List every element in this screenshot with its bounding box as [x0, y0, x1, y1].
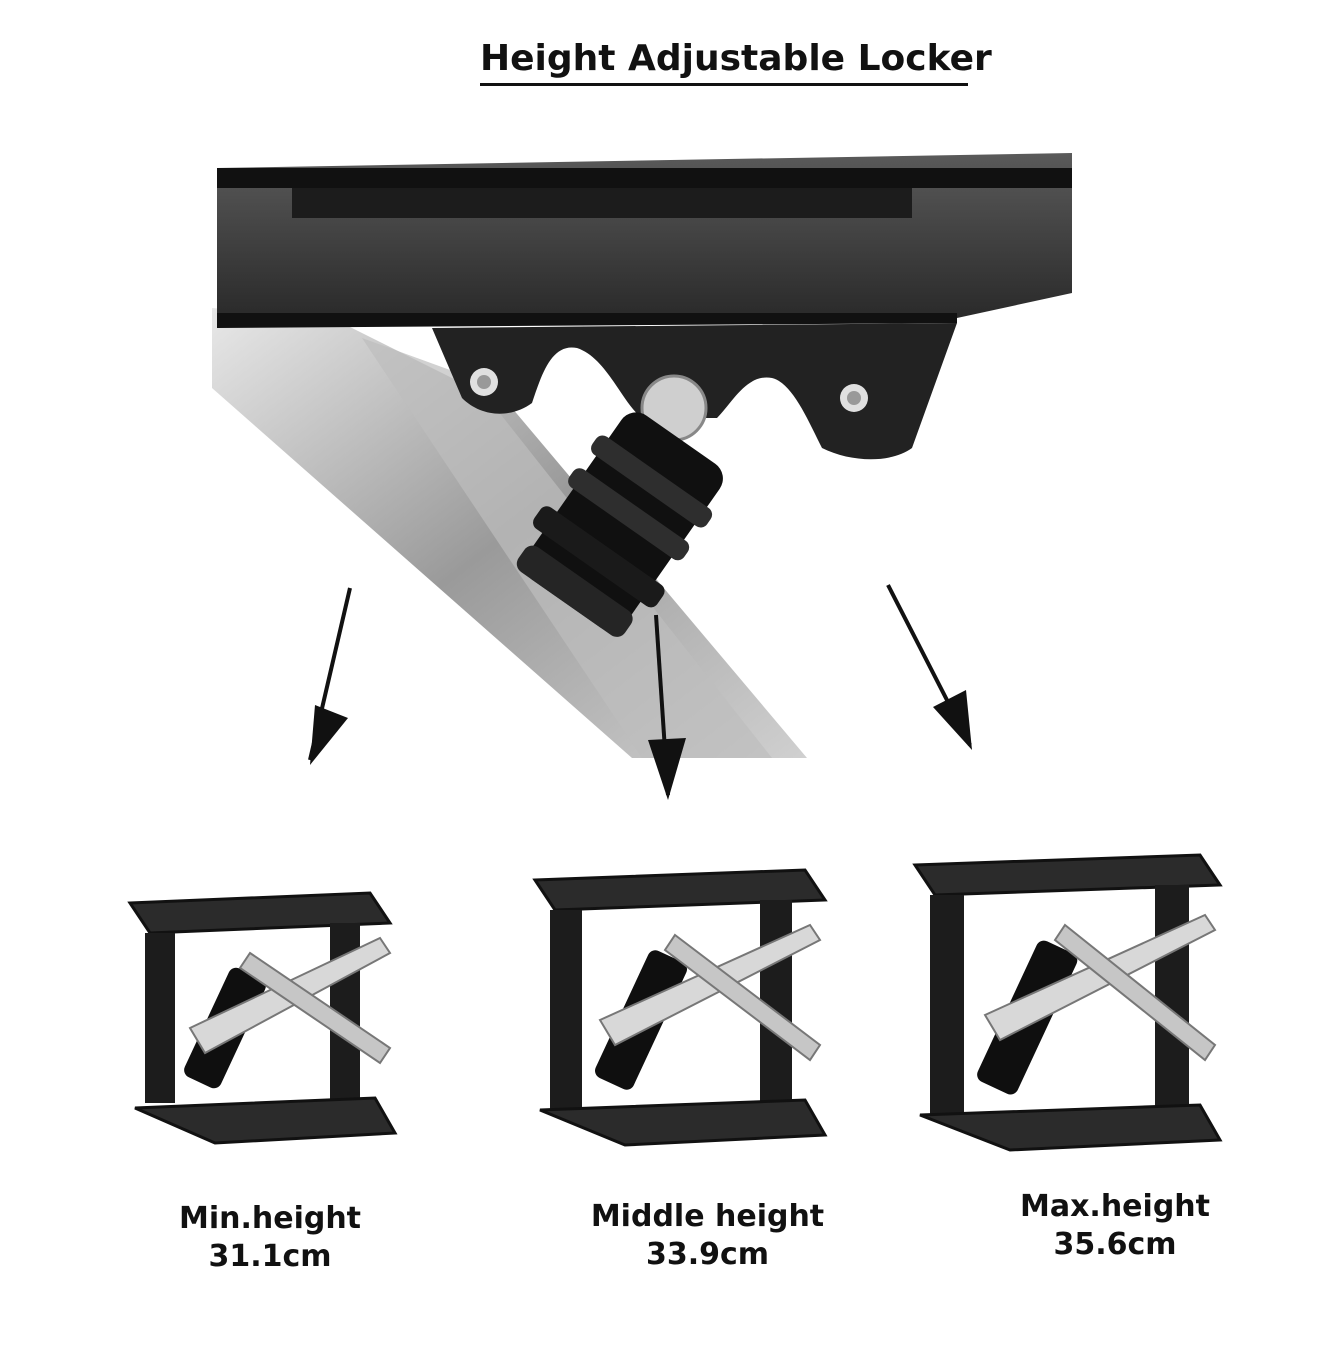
locker-max-height-image: [912, 853, 1223, 1152]
max-height-label: Max.height 35.6cm: [1005, 1188, 1225, 1264]
locker-min-height-image: [127, 891, 398, 1145]
locker-closeup-image: [212, 153, 1072, 758]
min-height-label: Min.height 31.1cm: [160, 1200, 380, 1276]
middle-height-label: Middle height 33.9cm: [580, 1198, 835, 1274]
max-height-value: 35.6cm: [1053, 1227, 1177, 1262]
locker-middle-height-image: [532, 868, 828, 1147]
min-height-value: 31.1cm: [208, 1239, 332, 1274]
middle-height-name: Middle height: [590, 1199, 825, 1234]
min-height-name: Min.height: [178, 1201, 362, 1236]
middle-height-value: 33.9cm: [645, 1237, 770, 1272]
max-height-name: Max.height: [1019, 1189, 1210, 1224]
page-title: Height Adjustable Locker: [480, 38, 992, 86]
